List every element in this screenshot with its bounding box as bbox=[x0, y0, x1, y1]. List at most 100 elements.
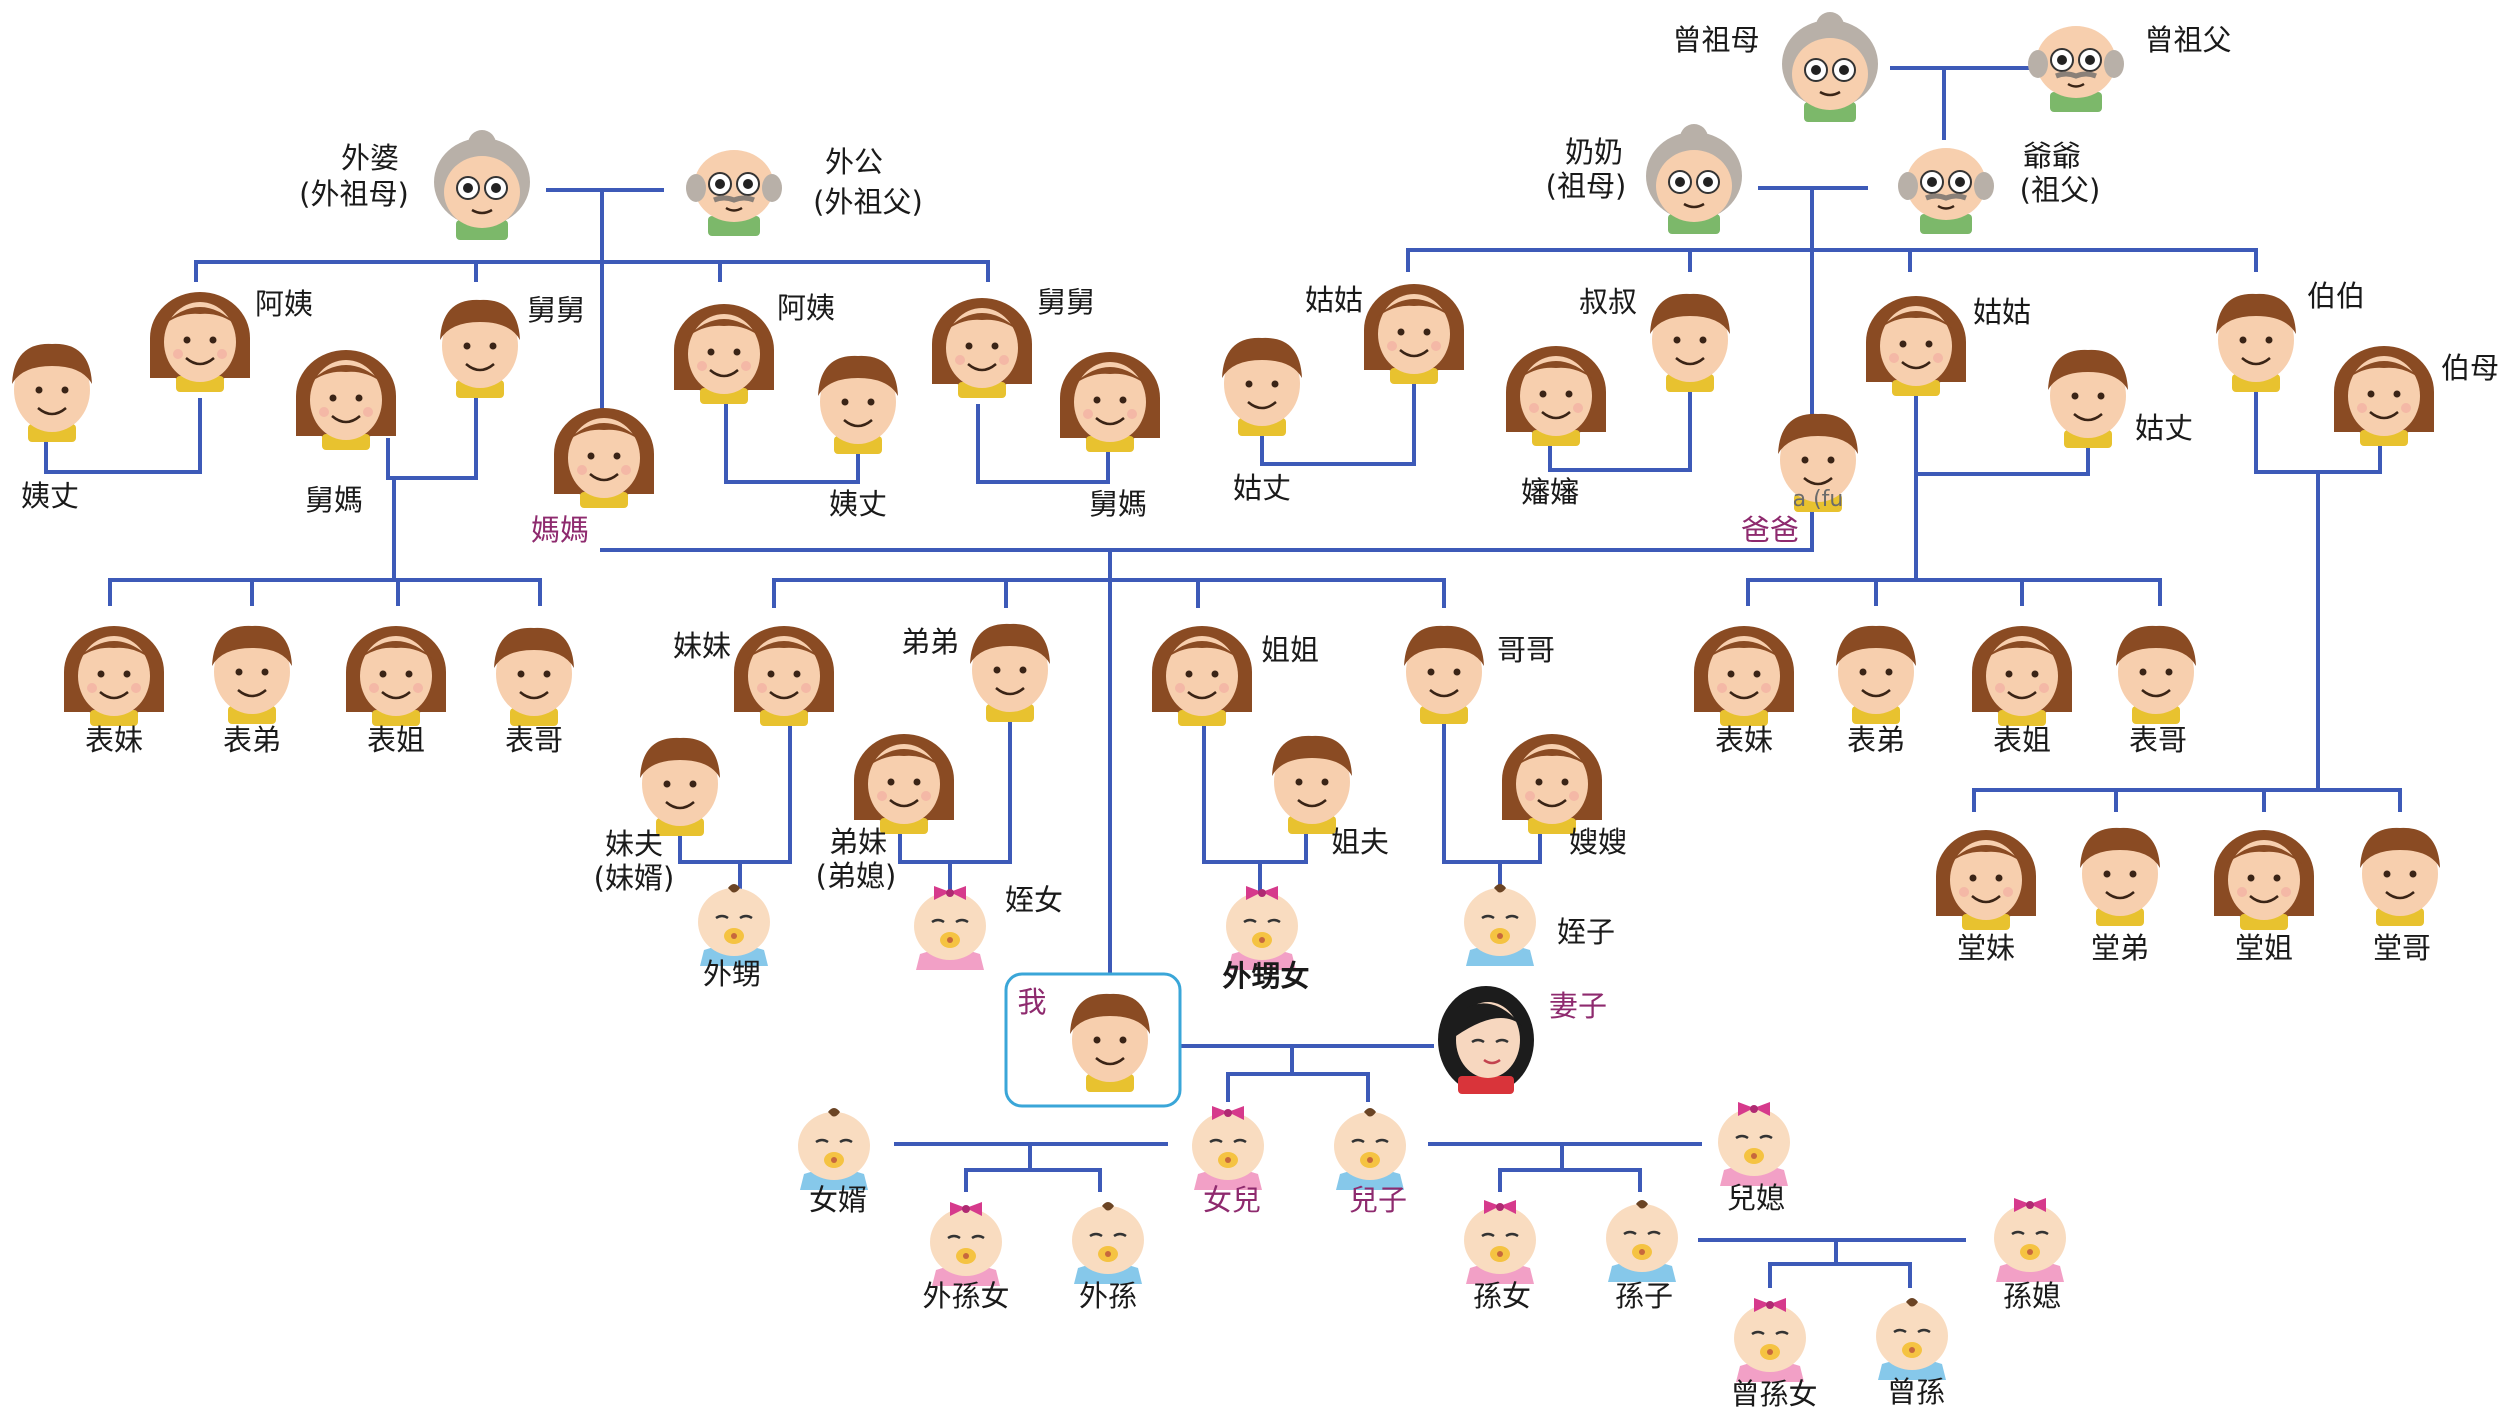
label-cousin-paternal-brother-elder: 表哥 bbox=[2129, 723, 2187, 757]
label-paternal-grandmother: 奶奶 bbox=[1565, 135, 1623, 169]
paternal-grandfather-avatar bbox=[1898, 148, 1994, 234]
label-cousin-paternal-brother-younger: 表弟 bbox=[1847, 723, 1905, 757]
label-great-grandson: 曾孫 bbox=[1887, 1375, 1945, 1409]
label-elder-sister-husband: 姐夫 bbox=[1331, 825, 1389, 859]
paternal-uncle-elder-wife-avatar bbox=[2332, 344, 2436, 448]
label-maternal-grandfather-alt: (外祖父) bbox=[813, 185, 923, 219]
maternal-uncle-1-avatar bbox=[438, 298, 522, 400]
label-nephew-sister-side: 外甥 bbox=[703, 957, 761, 991]
paternal-uncle-younger-wife-avatar bbox=[1504, 344, 1608, 448]
paternal-uncle-younger-avatar bbox=[1648, 292, 1732, 394]
label-cousin-maternal-brother-elder: 表哥 bbox=[505, 723, 563, 757]
label-cousin-paternal-sister-younger: 表妹 bbox=[1715, 723, 1773, 757]
label-niece-brother-side: 姪女 bbox=[1005, 883, 1063, 917]
label-granddaughter-son-side: 孫女 bbox=[1473, 1279, 1531, 1313]
label-paternal-uncle-younger-wife: 嬸嬸 bbox=[1521, 475, 1579, 509]
label-maternal-uncle-2: 舅舅 bbox=[1037, 285, 1095, 319]
connector-lines bbox=[44, 66, 2402, 1288]
label-son: 兒子 bbox=[1349, 1183, 1407, 1217]
label-cousin-tang-brother-younger: 堂弟 bbox=[2091, 931, 2149, 965]
cousin-tang-sister-elder-avatar bbox=[2212, 828, 2316, 932]
daughter-in-law-avatar bbox=[1716, 1100, 1792, 1188]
paternal-grandmother-avatar bbox=[1644, 122, 1744, 236]
label-elder-brother-wife: 嫂嫂 bbox=[1569, 825, 1627, 859]
cousin-tang-brother-elder-avatar bbox=[2358, 826, 2442, 928]
label-cousin-tang-sister-elder: 堂姐 bbox=[2235, 931, 2293, 965]
great-grandmother-avatar bbox=[1780, 10, 1880, 124]
younger-brother-wife-avatar bbox=[852, 732, 956, 836]
label-maternal-grandfather: 外公 bbox=[825, 145, 883, 179]
younger-brother-avatar bbox=[968, 622, 1052, 724]
label-cousin-tang-brother-elder: 堂哥 bbox=[2373, 931, 2431, 965]
maternal-aunt-2-husband-avatar bbox=[816, 354, 900, 456]
label-maternal-grandmother-alt: (外祖母) bbox=[299, 177, 409, 211]
grandson-daughter-side-avatar bbox=[1070, 1200, 1146, 1286]
label-niece-sister-side: 外甥女 bbox=[1222, 959, 1309, 993]
elder-sister-avatar bbox=[1150, 624, 1254, 728]
label-paternal-aunt-2: 姑姑 bbox=[1973, 295, 2031, 329]
label-elder-brother: 哥哥 bbox=[1497, 633, 1555, 667]
grandson-wife-avatar bbox=[1992, 1196, 2068, 1284]
label-cousin-maternal-sister-elder: 表姐 bbox=[367, 723, 425, 757]
mother-avatar bbox=[552, 406, 656, 510]
cousin-tang-sister-younger-avatar bbox=[1934, 828, 2038, 932]
label-paternal-uncle-elder: 伯伯 bbox=[2307, 279, 2365, 313]
maternal-uncle-1-wife-avatar bbox=[294, 348, 398, 452]
maternal-grandfather-avatar bbox=[686, 150, 782, 236]
label-paternal-uncle-younger: 叔叔 bbox=[1579, 285, 1637, 319]
label-great-granddaughter: 曾孫女 bbox=[1730, 1377, 1817, 1411]
elder-brother-avatar bbox=[1402, 624, 1486, 726]
label-great-grandfather: 曾祖父 bbox=[2144, 23, 2231, 57]
grandson-son-side-avatar bbox=[1604, 1198, 1680, 1284]
label-paternal-aunt-2-husband: 姑丈 bbox=[2135, 411, 2193, 445]
paternal-aunt-1-husband-avatar bbox=[1220, 336, 1304, 438]
label-younger-brother-wife: 弟妹 bbox=[829, 825, 887, 859]
label-paternal-grandfather: 爺爺 bbox=[2023, 139, 2081, 173]
label-younger-sister-husband: 妹夫 bbox=[605, 827, 663, 861]
cousin-paternal-brother-younger-avatar bbox=[1834, 624, 1918, 726]
maternal-aunt-1-husband-avatar bbox=[10, 342, 94, 444]
paternal-aunt-2-avatar bbox=[1864, 294, 1968, 398]
label-cousin-tang-sister-younger: 堂妹 bbox=[1957, 931, 2015, 965]
label-daughter-in-law: 兒媳 bbox=[1727, 1181, 1785, 1215]
label-daughter: 女兒 bbox=[1203, 1183, 1261, 1217]
daughter-avatar bbox=[1190, 1104, 1266, 1192]
label-granddaughter-daughter-side: 外孫女 bbox=[922, 1279, 1009, 1313]
label-younger-sister-husband-alt: (妹婿) bbox=[594, 861, 675, 895]
label-cousin-maternal-sister-younger: 表妹 bbox=[85, 723, 143, 757]
label-elder-sister: 姐姐 bbox=[1261, 633, 1319, 667]
son-in-law-avatar bbox=[796, 1106, 872, 1192]
niece-sister-side-avatar bbox=[1224, 884, 1300, 972]
label-grandson-son-side: 孫子 bbox=[1615, 1279, 1673, 1313]
label-maternal-uncle-1-wife: 舅媽 bbox=[305, 483, 363, 517]
granddaughter-son-side-avatar bbox=[1462, 1198, 1538, 1286]
label-paternal-aunt-1: 姑姑 bbox=[1305, 283, 1363, 317]
cousin-maternal-sister-elder-avatar bbox=[344, 624, 448, 728]
nephew-sister-side-avatar bbox=[696, 882, 772, 968]
wife-avatar bbox=[1436, 984, 1536, 1096]
label-nephew-brother-side: 姪子 bbox=[1557, 915, 1615, 949]
label-paternal-grandmother-alt: (祖母) bbox=[1546, 169, 1627, 203]
younger-sister-avatar bbox=[732, 624, 836, 728]
paternal-aunt-2-husband-avatar bbox=[2046, 348, 2130, 450]
cousin-tang-brother-younger-avatar bbox=[2078, 826, 2162, 928]
label-paternal-uncle-elder-wife: 伯母 bbox=[2441, 351, 2499, 385]
granddaughter-daughter-side-avatar bbox=[928, 1200, 1004, 1288]
label-cousin-paternal-sister-elder: 表姐 bbox=[1993, 723, 2051, 757]
nephew-brother-side-avatar bbox=[1462, 882, 1538, 968]
maternal-grandmother-avatar bbox=[432, 128, 532, 242]
younger-sister-husband-avatar bbox=[638, 736, 722, 838]
label-father-fragment: a (fu bbox=[1793, 487, 1844, 512]
label-younger-brother-wife-alt: (弟媳) bbox=[816, 859, 897, 893]
label-me: 我 bbox=[1017, 985, 1046, 1019]
label-son-in-law: 女婿 bbox=[809, 1183, 867, 1217]
label-maternal-uncle-1: 舅舅 bbox=[527, 293, 585, 327]
label-maternal-aunt-1: 阿姨 bbox=[255, 287, 313, 321]
paternal-aunt-1-avatar bbox=[1362, 282, 1466, 386]
label-grandson-wife: 孫媳 bbox=[2003, 1279, 2061, 1313]
elder-sister-husband-avatar bbox=[1270, 734, 1354, 836]
elder-brother-wife-avatar bbox=[1500, 732, 1604, 836]
label-wife: 妻子 bbox=[1549, 989, 1607, 1023]
label-younger-sister: 妹妹 bbox=[673, 629, 731, 663]
